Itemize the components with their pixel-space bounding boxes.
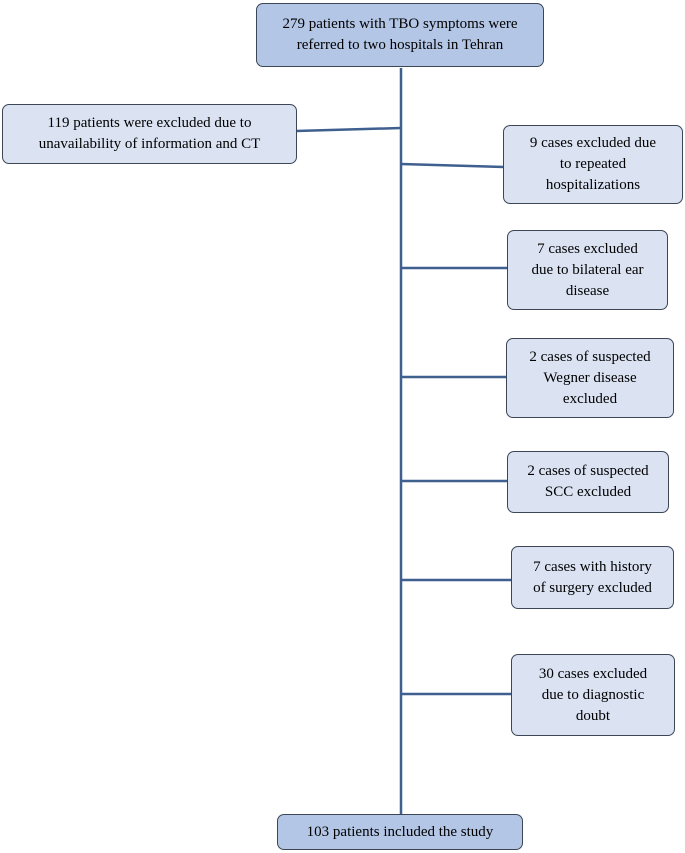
total-patients-box: 279 patients with TBO symptoms were refe… bbox=[256, 3, 544, 67]
excluded-info-ct-text: 119 patients were excluded due to unavai… bbox=[38, 115, 261, 152]
exclusion-text: 2 cases of suspected Wegner disease excl… bbox=[529, 348, 651, 407]
exclusion-box-repeated-hospitalizations: 9 cases excluded due to repeated hospita… bbox=[503, 125, 683, 204]
exclusion-text: 30 cases excluded due to diagnostic doub… bbox=[538, 665, 648, 724]
exclusion-box-diagnostic-doubt: 30 cases excluded due to diagnostic doub… bbox=[511, 654, 675, 736]
connector-left-box bbox=[295, 126, 402, 133]
connector-exclusion-1 bbox=[400, 162, 505, 169]
exclusion-text: 9 cases excluded due to repeated hospita… bbox=[529, 135, 657, 193]
exclusion-text: 7 cases with history of surgery excluded bbox=[533, 558, 652, 596]
exclusion-text: 7 cases excluded due to bilateral ear di… bbox=[531, 240, 644, 299]
total-patients-text: 279 patients with TBO symptoms were refe… bbox=[282, 16, 518, 53]
exclusion-box-wegner-disease: 2 cases of suspected Wegner disease excl… bbox=[506, 338, 674, 418]
included-patients-box: 103 patients included the study bbox=[277, 814, 523, 850]
exclusion-box-history-of-surgery: 7 cases with history of surgery excluded bbox=[511, 546, 674, 609]
exclusion-text: 2 cases of suspected SCC excluded bbox=[527, 463, 649, 500]
included-patients-text: 103 patients included the study bbox=[306, 823, 494, 840]
exclusion-box-bilateral-ear-disease: 7 cases excluded due to bilateral ear di… bbox=[507, 230, 668, 310]
excluded-info-ct-box: 119 patients were excluded due to unavai… bbox=[2, 104, 297, 164]
exclusion-box-scc: 2 cases of suspected SCC excluded bbox=[507, 451, 669, 513]
